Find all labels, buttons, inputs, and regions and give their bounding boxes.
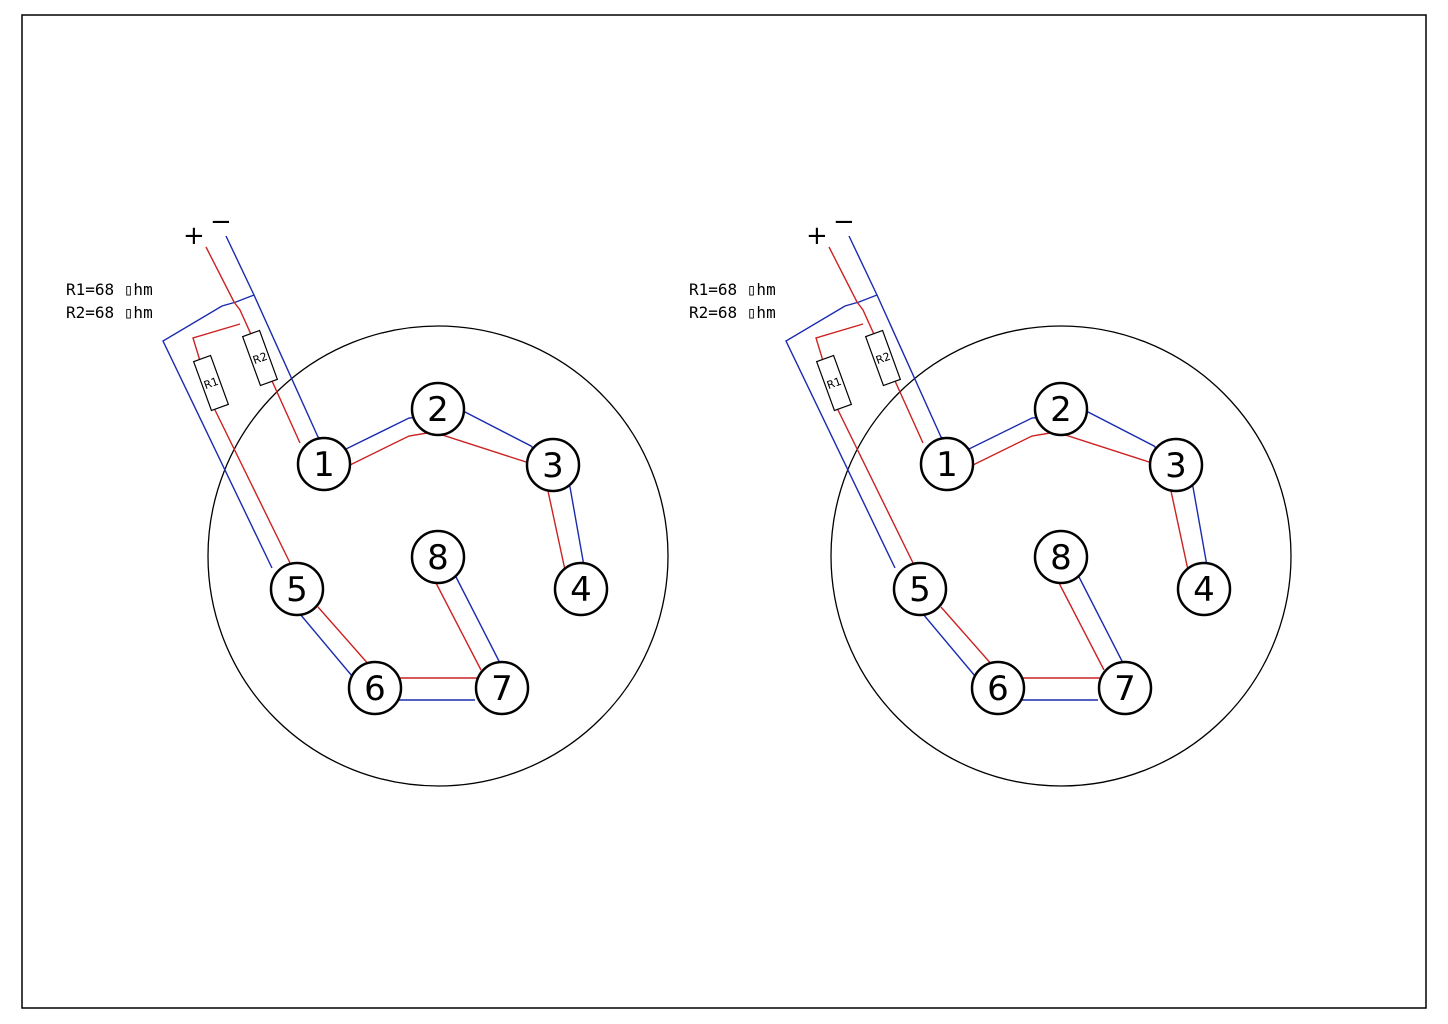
pin-6: 6 (970, 660, 1026, 716)
svg-text:6: 6 (987, 669, 1009, 709)
svg-text:5: 5 (909, 570, 931, 610)
resistor-r2: R2 (864, 329, 902, 387)
resistor-r1: R1 (192, 354, 230, 412)
drawing-frame (21, 14, 1427, 1009)
pin-1: 1 (919, 436, 975, 492)
svg-text:6: 6 (364, 669, 386, 709)
svg-text:1: 1 (936, 445, 958, 485)
connector-outline (207, 325, 669, 787)
pin-7: 7 (474, 660, 530, 716)
spec-r2: R2=68 ▯hm (689, 303, 776, 322)
svg-text:2: 2 (427, 390, 449, 430)
svg-text:R2: R2 (251, 350, 269, 367)
spec-r1: R1=68 ▯hm (66, 280, 153, 299)
negative-terminal-label: − (833, 207, 855, 237)
svg-text:8: 8 (427, 538, 449, 578)
negative-wire (225, 235, 585, 567)
pin-3: 3 (1148, 437, 1204, 493)
positive-wire-8-7 (435, 582, 482, 671)
svg-text:1: 1 (313, 445, 335, 485)
svg-text:R1: R1 (825, 375, 843, 392)
pin-4: 4 (553, 561, 609, 617)
spec-r2: R2=68 ▯hm (66, 303, 153, 322)
positive-wire-2 (347, 431, 566, 571)
resistor-r2: R2 (241, 329, 279, 387)
pin-7: 7 (1097, 660, 1153, 716)
pin-6: 6 (347, 660, 403, 716)
spec-r1: R1=68 ▯hm (689, 280, 776, 299)
svg-text:8: 8 (1050, 538, 1072, 578)
svg-text:7: 7 (491, 669, 513, 709)
pin-8: 8 (1033, 529, 1089, 585)
svg-text:4: 4 (1193, 570, 1215, 610)
positive-terminal-label: + (806, 221, 828, 251)
positive-wire-8-7 (1058, 582, 1105, 671)
connector-diagram-2: R1 R2 + − R1=68 ▯hm R2=68 ▯hm 1 2 3 4 5 … (689, 207, 1292, 787)
pin-8: 8 (410, 529, 466, 585)
pin-5: 5 (892, 561, 948, 617)
pin-2: 2 (410, 381, 466, 437)
negative-wire (848, 235, 1208, 567)
svg-text:5: 5 (286, 570, 308, 610)
positive-wire-2 (970, 431, 1189, 571)
pin-3: 3 (525, 437, 581, 493)
pin-2: 2 (1033, 381, 1089, 437)
resistor-r1: R1 (815, 354, 853, 412)
negative-wire-return (785, 294, 896, 569)
connector-diagram-1: R1 R2 + − R1=68 ▯hm R2=68 ▯hm 1 2 3 4 5 … (66, 207, 669, 787)
connector-outline (830, 325, 1292, 787)
negative-terminal-label: − (210, 207, 232, 237)
negative-wire-return (162, 294, 273, 569)
svg-text:3: 3 (542, 446, 564, 486)
svg-text:2: 2 (1050, 390, 1072, 430)
svg-text:R1: R1 (202, 375, 220, 392)
pin-1: 1 (296, 436, 352, 492)
svg-text:4: 4 (570, 570, 592, 610)
pin-5: 5 (269, 561, 325, 617)
positive-terminal-label: + (183, 221, 205, 251)
svg-text:7: 7 (1114, 669, 1136, 709)
negative-wire-8-7 (454, 574, 502, 666)
svg-text:R2: R2 (874, 350, 892, 367)
svg-text:3: 3 (1165, 446, 1187, 486)
negative-wire-8-7 (1077, 574, 1125, 666)
pin-4: 4 (1176, 561, 1232, 617)
